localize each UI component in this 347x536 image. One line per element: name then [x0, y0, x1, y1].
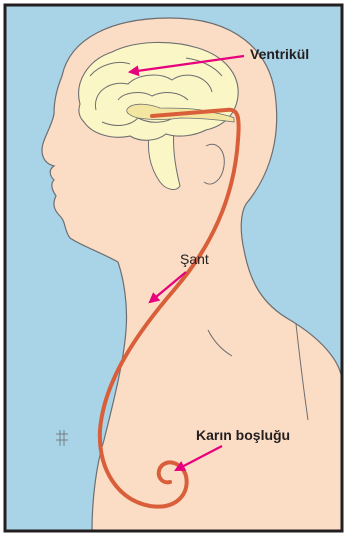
label-ventricle: Ventrikül [250, 46, 309, 62]
brain [79, 42, 239, 140]
label-abdomen: Karın boşluğu [196, 427, 290, 443]
label-shunt: Şant [180, 251, 209, 267]
